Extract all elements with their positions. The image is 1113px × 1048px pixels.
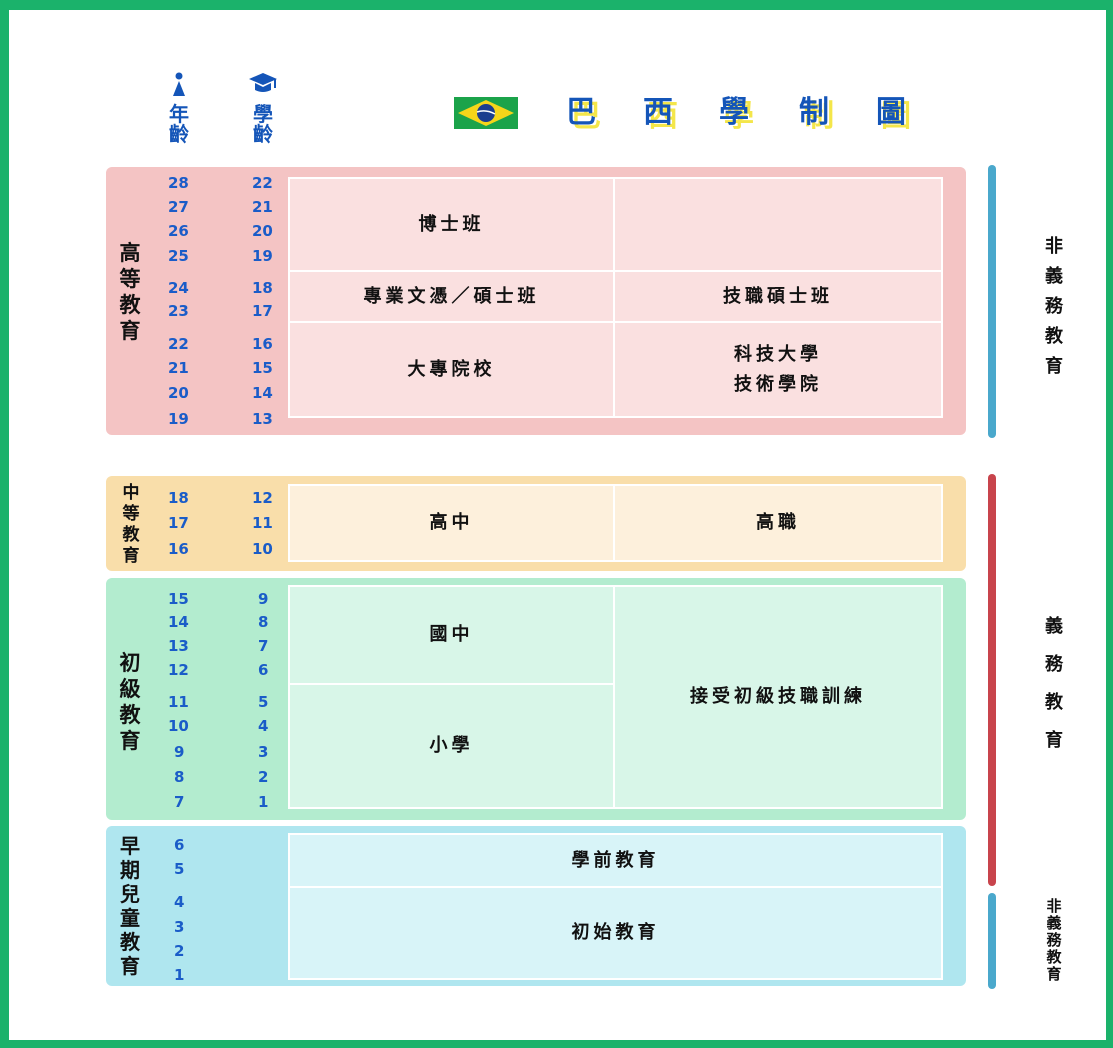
age-number: 20 — [168, 384, 189, 402]
grade-number: 11 — [252, 514, 273, 532]
non-compulsory-bar-top — [988, 165, 996, 438]
high-school-cell: 高中 — [288, 484, 615, 562]
age-header-label: 年齡 — [169, 102, 189, 146]
junior-high-cell: 國中 — [288, 585, 615, 685]
non-compulsory-label-bottom: 非義務教育 — [1046, 897, 1062, 983]
age-number: 26 — [168, 222, 189, 240]
age-number: 12 — [168, 661, 189, 679]
age-number: 2 — [174, 942, 185, 960]
age-number: 23 — [168, 302, 189, 320]
age-number: 25 — [168, 247, 189, 265]
tech-masters-cell: 技職碩士班 — [613, 270, 943, 323]
grade-number: 6 — [258, 661, 269, 679]
grade-number: 17 — [252, 302, 273, 320]
age-number: 27 — [168, 198, 189, 216]
masters-cell: 專業文憑／碩士班 — [288, 270, 615, 323]
age-number: 16 — [168, 540, 189, 558]
age-number: 7 — [174, 793, 185, 811]
higher-education-label: 高等教育 — [119, 241, 141, 343]
grade-number: 16 — [252, 335, 273, 353]
age-number: 4 — [174, 893, 185, 911]
grade-number: 20 — [252, 222, 273, 240]
vocational-training-cell: 接受初級技職訓練 — [613, 585, 943, 809]
title-char-4: 制 — [799, 95, 829, 130]
tech-university-label: 科技大學 — [734, 343, 822, 365]
non-compulsory-label-top: 非義務教育 — [1045, 236, 1063, 377]
grade-number: 7 — [258, 637, 269, 655]
empty-cell — [613, 177, 943, 272]
age-number: 15 — [168, 590, 189, 608]
age-number: 6 — [174, 836, 185, 854]
age-number: 5 — [174, 860, 185, 878]
elementary-cell: 小學 — [288, 683, 615, 809]
grade-number: 12 — [252, 489, 273, 507]
age-number: 1 — [174, 966, 185, 984]
grade-number: 13 — [252, 410, 273, 428]
college-cell: 大專院校 — [288, 321, 615, 418]
age-number: 28 — [168, 174, 189, 192]
grade-number: 18 — [252, 279, 273, 297]
grade-number: 2 — [258, 768, 269, 786]
preschool-cell: 學前教育 — [288, 833, 943, 888]
age-number: 8 — [174, 768, 185, 786]
grade-number: 1 — [258, 793, 269, 811]
age-number: 10 — [168, 717, 189, 735]
grade-number: 4 — [258, 717, 269, 735]
grade-header-label: 學齡 — [253, 102, 273, 146]
grade-number: 5 — [258, 693, 269, 711]
grade-number: 15 — [252, 359, 273, 377]
graduation-cap-icon — [249, 73, 277, 92]
grade-number: 9 — [258, 590, 269, 608]
early-childhood-label: 早期兒童教育 — [120, 834, 140, 978]
grade-number: 3 — [258, 743, 269, 761]
age-number: 21 — [168, 359, 189, 377]
initial-education-cell: 初始教育 — [288, 886, 943, 980]
tech-university-cell: 科技大學 技術學院 — [613, 321, 943, 418]
grade-number: 22 — [252, 174, 273, 192]
vocational-high-cell: 高職 — [613, 484, 943, 562]
grade-number: 8 — [258, 613, 269, 631]
compulsory-bar — [988, 474, 996, 886]
age-number: 18 — [168, 489, 189, 507]
person-icon — [173, 72, 185, 96]
compulsory-label: 義務教育 — [1045, 616, 1063, 751]
grade-number: 14 — [252, 384, 273, 402]
secondary-education-label: 中等教育 — [122, 483, 140, 566]
tech-college-label: 技術學院 — [734, 373, 822, 395]
age-number: 11 — [168, 693, 189, 711]
age-number: 3 — [174, 918, 185, 936]
phd-cell: 博士班 — [288, 177, 615, 272]
title-char-3: 學 — [719, 95, 749, 130]
age-number: 24 — [168, 279, 189, 297]
title-char-5: 圖 — [876, 95, 906, 130]
brazil-flag-icon — [454, 97, 518, 129]
age-number: 13 — [168, 637, 189, 655]
age-number: 22 — [168, 335, 189, 353]
title-char-1: 巴 — [566, 95, 596, 130]
primary-education-label: 初級教育 — [119, 651, 141, 753]
non-compulsory-bar-bottom — [988, 893, 996, 989]
age-number: 9 — [174, 743, 185, 761]
grade-number: 19 — [252, 247, 273, 265]
age-number: 19 — [168, 410, 189, 428]
grade-number: 21 — [252, 198, 273, 216]
age-number: 17 — [168, 514, 189, 532]
age-number: 14 — [168, 613, 189, 631]
grade-number: 10 — [252, 540, 273, 558]
title-char-2: 西 — [643, 95, 673, 130]
